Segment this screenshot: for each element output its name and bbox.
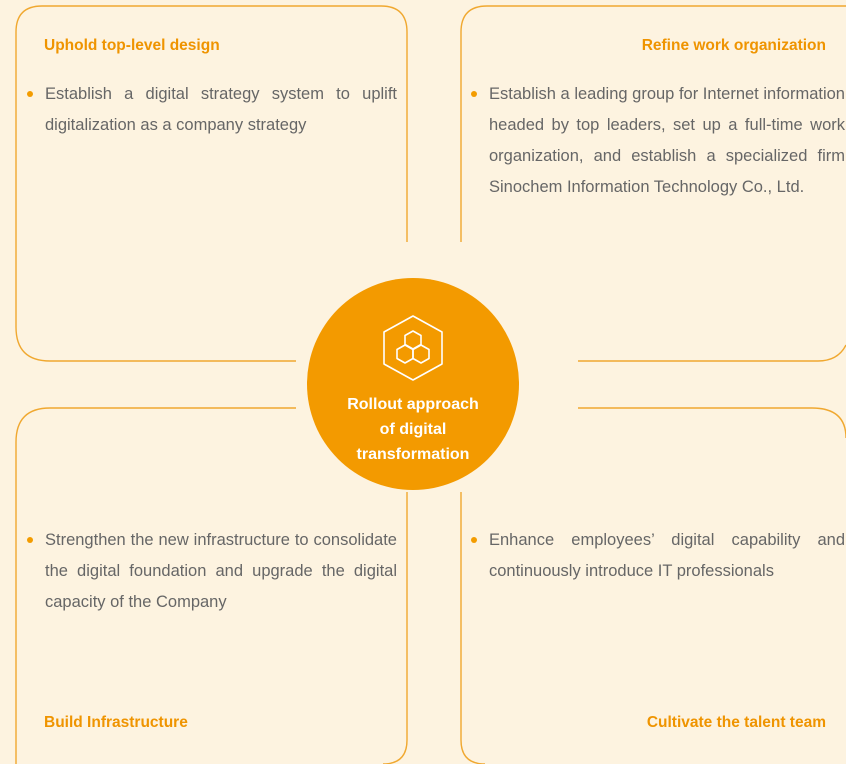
quadrant-text-infrastructure: Strengthen the new infrastructure to con… (45, 531, 397, 611)
center-label: Rollout approach of digital transformati… (347, 396, 479, 463)
frame-top-left (15, 5, 408, 362)
quadrant-title-talent-team: Cultivate the talent team (646, 714, 826, 731)
quadrant-item-infrastructure: Strengthen the new infrastructure to con… (27, 525, 397, 618)
frame-top-right (460, 5, 846, 362)
bullet-dot (27, 537, 33, 543)
quadrant-item-work-organization: Establish a leading group for Internet i… (471, 79, 845, 203)
quadrant-text-work-organization: Establish a leading group for Internet i… (489, 85, 845, 196)
quadrant-title-work-organization: Refine work organization (641, 37, 826, 54)
bullet-dot (471, 537, 477, 543)
quadrant-title-top-level-design: Uphold top-level design (44, 37, 220, 54)
hexagon-cluster-icon (383, 315, 443, 381)
center-circle: Rollout approach of digital transformati… (307, 278, 519, 490)
quadrant-text-top-level-design: Establish a digital strategy system to u… (45, 85, 397, 134)
quadrant-title-infrastructure: Build Infrastructure (44, 714, 188, 731)
quadrant-text-talent-team: Enhance employees’ digital capability an… (489, 531, 845, 580)
quadrant-item-top-level-design: Establish a digital strategy system to u… (27, 79, 397, 141)
bullet-dot (471, 91, 477, 97)
bullet-dot (27, 91, 33, 97)
quadrant-item-talent-team: Enhance employees’ digital capability an… (471, 525, 845, 587)
